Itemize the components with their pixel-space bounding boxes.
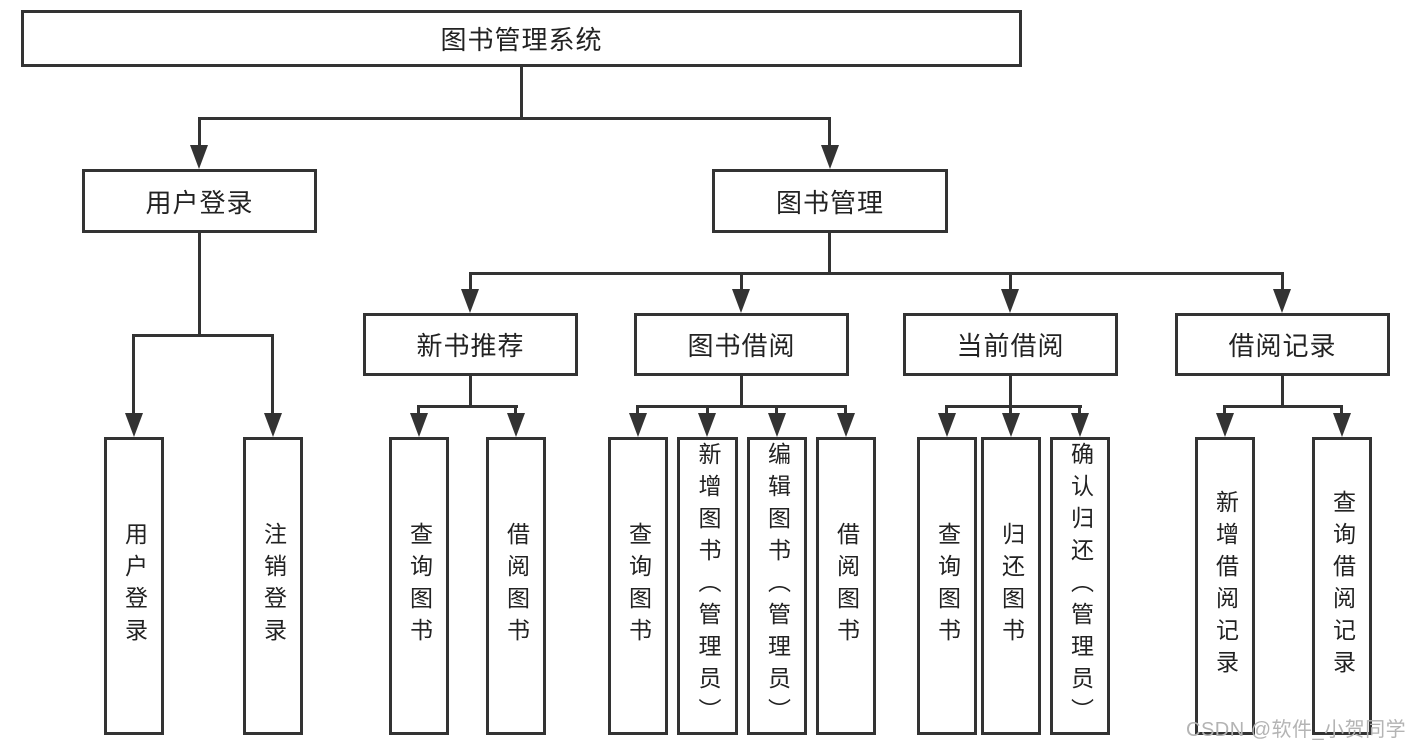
connector-line (828, 117, 831, 153)
node-root: 图书管理系统 (21, 10, 1022, 67)
leaf-query-borrow-record-label: 查询借阅记录 (1329, 490, 1356, 682)
leaf-user-login: 用户登录 (104, 437, 164, 735)
connector-line (1340, 405, 1343, 419)
connector-line (271, 334, 274, 418)
leaf-add-books-admin-label: 新增图书（管理员） (695, 442, 721, 730)
connector-line (1223, 405, 1343, 408)
arrow-down-icon (938, 413, 956, 437)
leaf-return-books: 归还图书 (981, 437, 1041, 735)
connector-line (1009, 405, 1012, 419)
connector-line (636, 405, 847, 408)
arrow-down-icon (698, 413, 716, 437)
node-user-login-label: 用户登录 (145, 187, 254, 218)
connector-line (828, 233, 831, 275)
node-borrowing-records: 借阅记录 (1175, 313, 1390, 376)
leaf-confirm-return-admin: 确认归还（管理员） (1050, 437, 1110, 735)
arrow-down-icon (732, 289, 750, 313)
leaf-user-login-label: 用户登录 (121, 522, 148, 650)
node-book-borrowing-label: 图书借阅 (687, 331, 796, 361)
connector-line (132, 334, 274, 337)
node-book-borrowing: 图书借阅 (634, 313, 849, 376)
connector-line (1281, 376, 1284, 407)
arrow-down-icon (507, 413, 525, 437)
connector-line (1078, 405, 1081, 419)
arrow-down-icon (821, 145, 839, 169)
connector-line (1009, 376, 1012, 407)
leaf-query-books-current-label: 查询图书 (934, 522, 961, 650)
arrow-down-icon (410, 413, 428, 437)
leaf-query-borrow-record: 查询借阅记录 (1312, 437, 1372, 735)
node-new-book-recommend: 新书推荐 (363, 313, 578, 376)
leaf-add-borrow-record-label: 新增借阅记录 (1212, 490, 1239, 682)
node-book-management: 图书管理 (712, 169, 948, 233)
leaf-query-books-borrowing: 查询图书 (608, 437, 668, 735)
node-root-label: 图书管理系统 (440, 25, 603, 55)
leaf-edit-books-admin-label: 编辑图书（管理员） (764, 442, 791, 730)
connector-line (740, 272, 743, 296)
leaf-query-books-recommend-label: 查询图书 (406, 522, 433, 650)
connector-line (417, 405, 420, 419)
leaf-confirm-return-admin-label: 确认归还（管理员） (1067, 442, 1094, 730)
node-current-borrowing: 当前借阅 (903, 313, 1118, 376)
leaf-add-books-admin: 新增图书（管理员） (677, 437, 738, 735)
arrow-down-icon (1002, 413, 1020, 437)
leaf-borrow-books-recommend-label: 借阅图书 (503, 522, 530, 650)
leaf-borrow-books-recommend: 借阅图书 (486, 437, 546, 735)
connector-line (469, 376, 472, 407)
node-new-book-recommend-label: 新书推荐 (416, 331, 525, 361)
connector-line (469, 272, 472, 296)
arrow-down-icon (1333, 413, 1351, 437)
connector-line (945, 405, 948, 419)
node-user-login: 用户登录 (82, 169, 317, 233)
arrow-down-icon (125, 413, 143, 437)
arrow-down-icon (629, 413, 647, 437)
leaf-add-borrow-record: 新增借阅记录 (1195, 437, 1255, 735)
csdn-watermark: CSDN @软件_小贺同学 (1186, 719, 1405, 741)
leaf-logout-login-label: 注销登录 (260, 522, 287, 650)
connector-line (1281, 272, 1284, 296)
connector-line (706, 405, 709, 419)
leaf-query-books-borrowing-label: 查询图书 (625, 522, 652, 650)
leaf-query-books-current: 查询图书 (917, 437, 977, 735)
connector-line (740, 376, 743, 407)
leaf-return-books-label: 归还图书 (998, 522, 1025, 650)
connector-line (844, 405, 847, 419)
arrow-down-icon (837, 413, 855, 437)
arrow-down-icon (768, 413, 786, 437)
connector-line (775, 405, 778, 419)
node-borrowing-records-label: 借阅记录 (1228, 331, 1337, 361)
arrow-down-icon (1273, 289, 1291, 313)
arrow-down-icon (461, 289, 479, 313)
leaf-edit-books-admin: 编辑图书（管理员） (747, 437, 807, 735)
leaf-logout-login: 注销登录 (243, 437, 303, 735)
connector-line (636, 405, 639, 419)
connector-line (520, 67, 523, 118)
connector-line (198, 117, 201, 153)
arrow-down-icon (264, 413, 282, 437)
arrow-down-icon (1071, 413, 1089, 437)
connector-line (198, 117, 831, 120)
connector-line (514, 405, 517, 419)
leaf-query-books-recommend: 查询图书 (389, 437, 449, 735)
connector-line (1009, 272, 1012, 296)
node-current-borrowing-label: 当前借阅 (956, 331, 1065, 361)
leaf-borrow-books-borrowing-label: 借阅图书 (833, 522, 860, 650)
connector-line (198, 233, 201, 336)
leaf-borrow-books-borrowing: 借阅图书 (816, 437, 876, 735)
connector-line (945, 405, 1082, 408)
arrow-down-icon (190, 145, 208, 169)
node-book-management-label: 图书管理 (775, 187, 884, 218)
connector-line (132, 334, 135, 418)
connector-line (1223, 405, 1226, 419)
connector-line (417, 405, 518, 408)
connector-line (469, 272, 1284, 275)
arrow-down-icon (1216, 413, 1234, 437)
arrow-down-icon (1001, 289, 1019, 313)
